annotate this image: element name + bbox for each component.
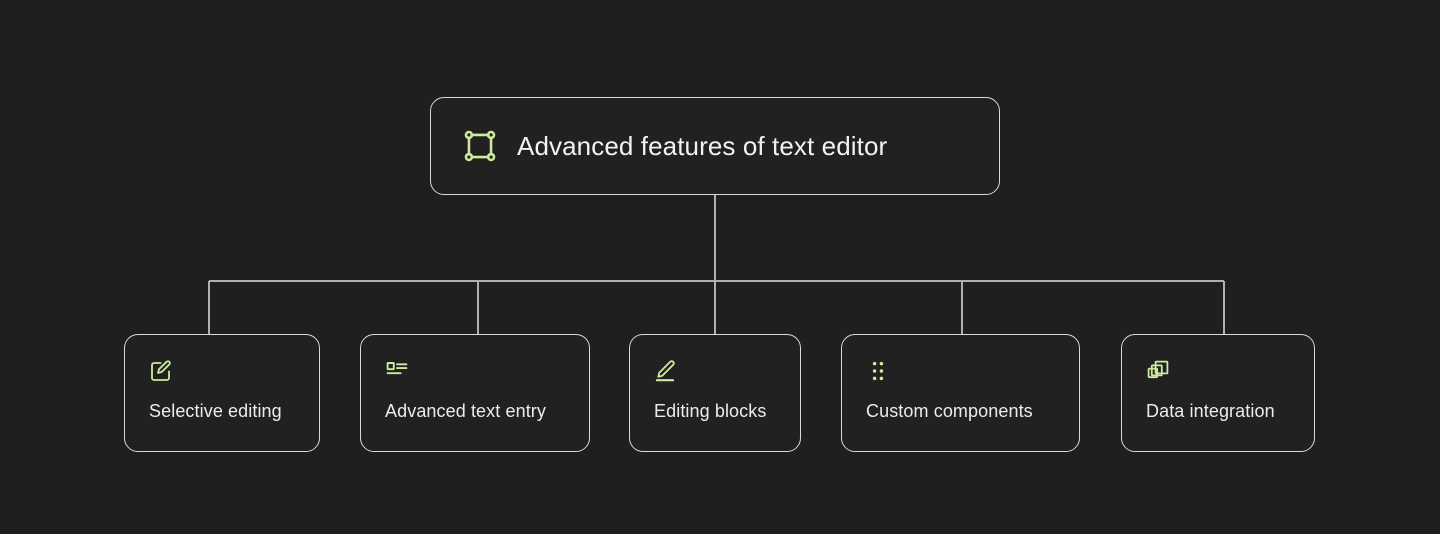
child-node-custom-components[interactable]: Custom components <box>841 334 1080 452</box>
child-node-label: Editing blocks <box>654 401 767 421</box>
child-node-label: Custom components <box>866 401 1033 421</box>
child-node-data-integration[interactable]: Data integration <box>1121 334 1315 452</box>
child-node-label: Selective editing <box>149 401 282 421</box>
text-block-icon <box>386 362 408 375</box>
child-node-selective-editing[interactable]: Selective editing <box>124 334 320 452</box>
stacked-squares-icon <box>1147 360 1169 379</box>
root-node[interactable]: Advanced features of text editor <box>430 97 1000 195</box>
child-node-label: Data integration <box>1146 401 1275 421</box>
grid-dots-icon <box>872 361 884 381</box>
child-node-advanced-text-entry[interactable]: Advanced text entry <box>360 334 590 452</box>
child-node-editing-blocks[interactable]: Editing blocks <box>629 334 801 452</box>
pencil-underline-icon <box>655 360 675 382</box>
child-node-label: Advanced text entry <box>385 401 546 421</box>
frame-corners-icon <box>464 130 496 162</box>
square-pencil-icon <box>151 360 171 381</box>
root-node-label: Advanced features of text editor <box>517 130 888 161</box>
